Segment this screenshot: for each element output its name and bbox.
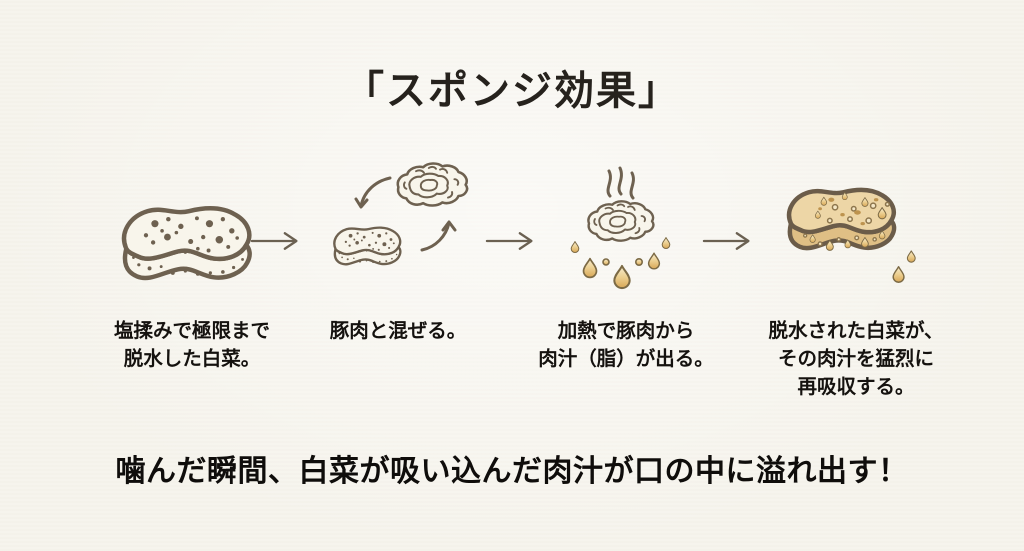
step-caption-1: 塩揉みで極限まで 脱水した白菜。 (83, 317, 301, 373)
juice-droplets-icon (570, 237, 671, 290)
heated-meat-dripping-juice-icon (570, 166, 671, 290)
caption-line: 再吸収する。 (797, 376, 915, 398)
arrow-right-icon (250, 232, 298, 250)
caption-line: 豚肉と混ぜる。 (329, 320, 467, 342)
conclusion-text: 噛んだ瞬間、白菜が吸い込んだ肉汁が口の中に溢れ出す！ (115, 455, 909, 488)
step-caption-4: 脱水された白菜が、 その肉汁を猛烈に 再吸収する。 (740, 317, 972, 401)
caption-line: 脱水した白菜。 (123, 348, 261, 370)
arrow-right-icon (702, 232, 750, 250)
mix-sponge-with-meat-icon (333, 162, 469, 266)
caption-line: その肉汁を猛烈に (777, 348, 934, 370)
step-caption-3: 加熱で豚肉から 肉汁（脂）が出る。 (520, 317, 732, 373)
curved-arrow-up-icon (420, 220, 457, 252)
absorbed-droplet-texture (802, 191, 890, 251)
caption-line: 脱水された白菜が、 (768, 320, 944, 342)
arrow-right-icon (485, 232, 533, 250)
page-title: 「スポンジ効果」 (344, 68, 680, 113)
soaked-golden-sponge-icon (786, 187, 916, 283)
caption-line: 加熱で豚肉から (557, 320, 695, 342)
step-caption-2: 豚肉と混ぜる。 (303, 317, 493, 345)
curved-arrow-down-icon (354, 176, 392, 209)
falling-droplets-icon (892, 250, 916, 283)
caption-line: 塩揉みで極限まで (113, 320, 270, 342)
steam-icon (606, 166, 635, 200)
caption-line: 肉汁（脂）が出る。 (538, 348, 714, 370)
dry-sponge-hakusai-icon (112, 186, 264, 298)
